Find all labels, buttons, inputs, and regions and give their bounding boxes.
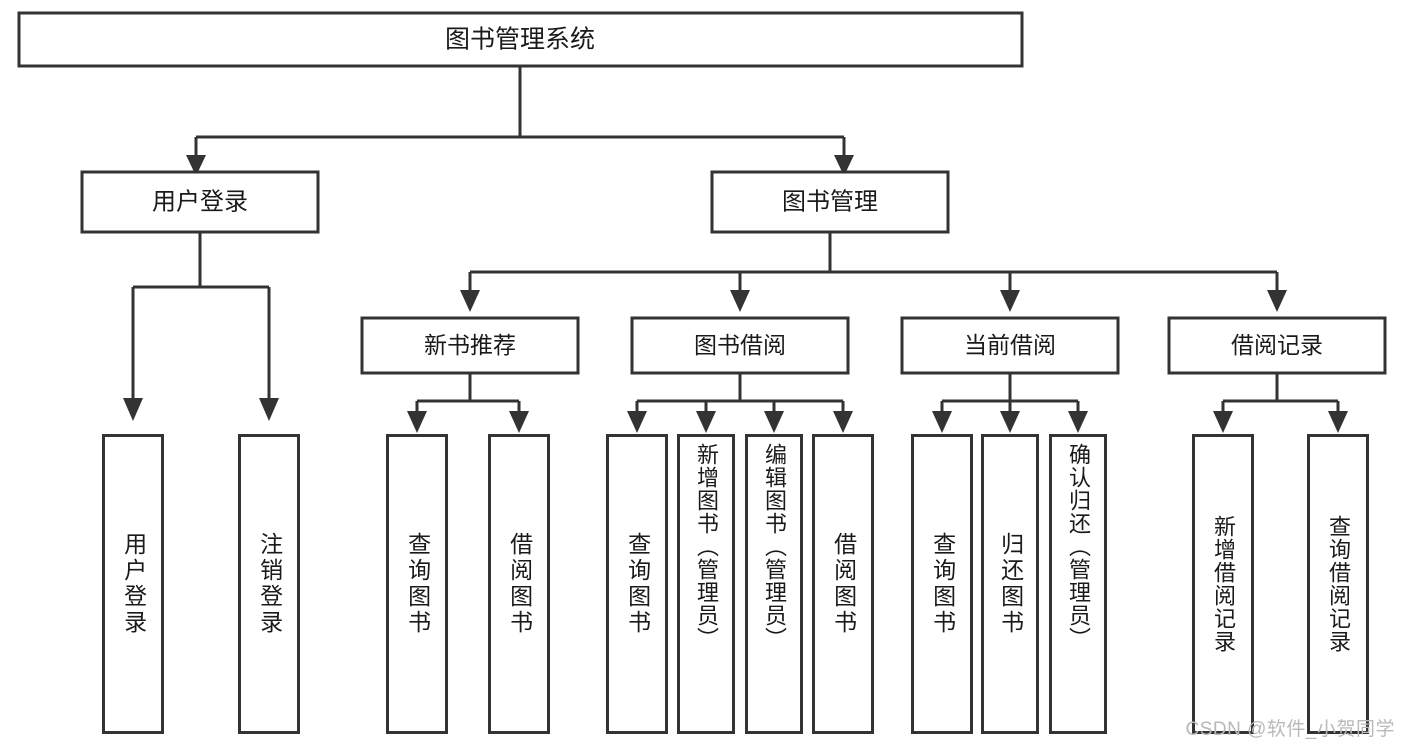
node-book-borrow-box[interactable] <box>630 316 850 375</box>
leaf-query-record-label: 查询借阅记录 <box>1325 515 1351 653</box>
leaf-add-book-label: 新增图书（管理员） <box>693 443 719 650</box>
node-book-management[interactable]: 图书管理 <box>710 170 950 234</box>
arrowhead-icon <box>932 411 952 433</box>
connector-group-userlogin-to-leaves <box>123 232 279 421</box>
leaf-confirm-return[interactable]: 确认归还（管理员） <box>1049 434 1107 734</box>
leaf-return-book-label: 归还图书 <box>997 532 1024 636</box>
leaf-logout-label: 注销登录 <box>256 532 283 636</box>
connector-group-bookborrow-to-leaves <box>627 373 853 433</box>
arrowhead-icon <box>1328 411 1348 433</box>
leaf-query-record[interactable]: 查询借阅记录 <box>1307 434 1369 734</box>
arrowhead-icon <box>123 398 143 421</box>
leaf-add-book[interactable]: 新增图书（管理员） <box>677 434 735 734</box>
leaf-query-book-2-label: 查询图书 <box>624 532 651 636</box>
leaf-query-book-3-label: 查询图书 <box>929 532 956 636</box>
arrowhead-icon <box>1267 290 1287 312</box>
node-book-borrow[interactable]: 图书借阅 <box>630 316 850 375</box>
leaf-edit-book-label: 编辑图书（管理员） <box>761 443 787 650</box>
arrowhead-icon <box>509 411 529 433</box>
arrowhead-icon <box>764 411 784 433</box>
leaf-borrow-book-2-label: 借阅图书 <box>830 532 857 636</box>
leaf-query-book-3[interactable]: 查询图书 <box>911 434 973 734</box>
connector-group-bookmgmt-to-level3 <box>460 232 1287 312</box>
node-root-label: 图书管理系统 <box>445 26 595 54</box>
leaf-query-book-1[interactable]: 查询图书 <box>386 434 448 734</box>
arrowhead-icon <box>696 411 716 433</box>
node-new-book-recommend[interactable]: 新书推荐 <box>360 316 580 375</box>
leaf-user-login-label: 用户登录 <box>120 532 147 636</box>
connector-group-currentborrow-to-leaves <box>932 373 1088 433</box>
node-borrow-record[interactable]: 借阅记录 <box>1167 316 1387 375</box>
node-new-book-recommend-label: 新书推荐 <box>424 332 516 358</box>
arrowhead-icon <box>834 155 854 176</box>
leaf-return-book[interactable]: 归还图书 <box>981 434 1039 734</box>
arrowhead-icon <box>1000 411 1020 433</box>
arrowhead-icon <box>1000 290 1020 312</box>
node-root[interactable]: 图书管理系统 <box>17 11 1024 68</box>
leaf-borrow-book-1[interactable]: 借阅图书 <box>488 434 550 734</box>
arrowhead-icon <box>730 290 750 312</box>
node-current-borrow-box[interactable] <box>900 316 1120 375</box>
node-new-book-recommend-box[interactable] <box>360 316 580 375</box>
node-borrow-record-label: 借阅记录 <box>1231 332 1323 358</box>
arrowhead-icon <box>186 155 206 176</box>
node-user-login[interactable]: 用户登录 <box>80 170 320 234</box>
leaf-add-record-label: 新增借阅记录 <box>1210 515 1236 653</box>
node-book-management-label: 图书管理 <box>782 188 878 215</box>
leaf-edit-book[interactable]: 编辑图书（管理员） <box>745 434 803 734</box>
leaf-confirm-return-label: 确认归还（管理员） <box>1065 443 1091 650</box>
node-book-management-box[interactable] <box>710 170 950 234</box>
arrowhead-icon <box>1213 411 1233 433</box>
connector-group-borrowrecord-to-leaves <box>1213 373 1348 433</box>
leaf-borrow-book-1-label: 借阅图书 <box>506 532 533 636</box>
arrowhead-icon <box>407 411 427 433</box>
connector-group-newbook-to-leaves <box>407 373 529 433</box>
node-user-login-box[interactable] <box>80 170 320 234</box>
leaf-add-record[interactable]: 新增借阅记录 <box>1192 434 1254 734</box>
leaf-borrow-book-2[interactable]: 借阅图书 <box>812 434 874 734</box>
arrowhead-icon <box>1068 411 1088 433</box>
node-book-borrow-label: 图书借阅 <box>694 332 786 358</box>
node-user-login-label: 用户登录 <box>152 188 248 215</box>
leaf-logout[interactable]: 注销登录 <box>238 434 300 734</box>
leaf-query-book-2[interactable]: 查询图书 <box>606 434 668 734</box>
node-borrow-record-box[interactable] <box>1167 316 1387 375</box>
node-current-borrow-label: 当前借阅 <box>964 332 1056 358</box>
leaf-user-login[interactable]: 用户登录 <box>102 434 164 734</box>
arrowhead-icon <box>627 411 647 433</box>
arrowhead-icon <box>460 290 480 312</box>
node-root-box[interactable] <box>17 11 1024 68</box>
arrowhead-icon <box>259 398 279 421</box>
connector-group-root-to-level2 <box>186 66 854 176</box>
node-current-borrow[interactable]: 当前借阅 <box>900 316 1120 375</box>
leaf-query-book-1-label: 查询图书 <box>404 532 431 636</box>
arrowhead-icon <box>833 411 853 433</box>
